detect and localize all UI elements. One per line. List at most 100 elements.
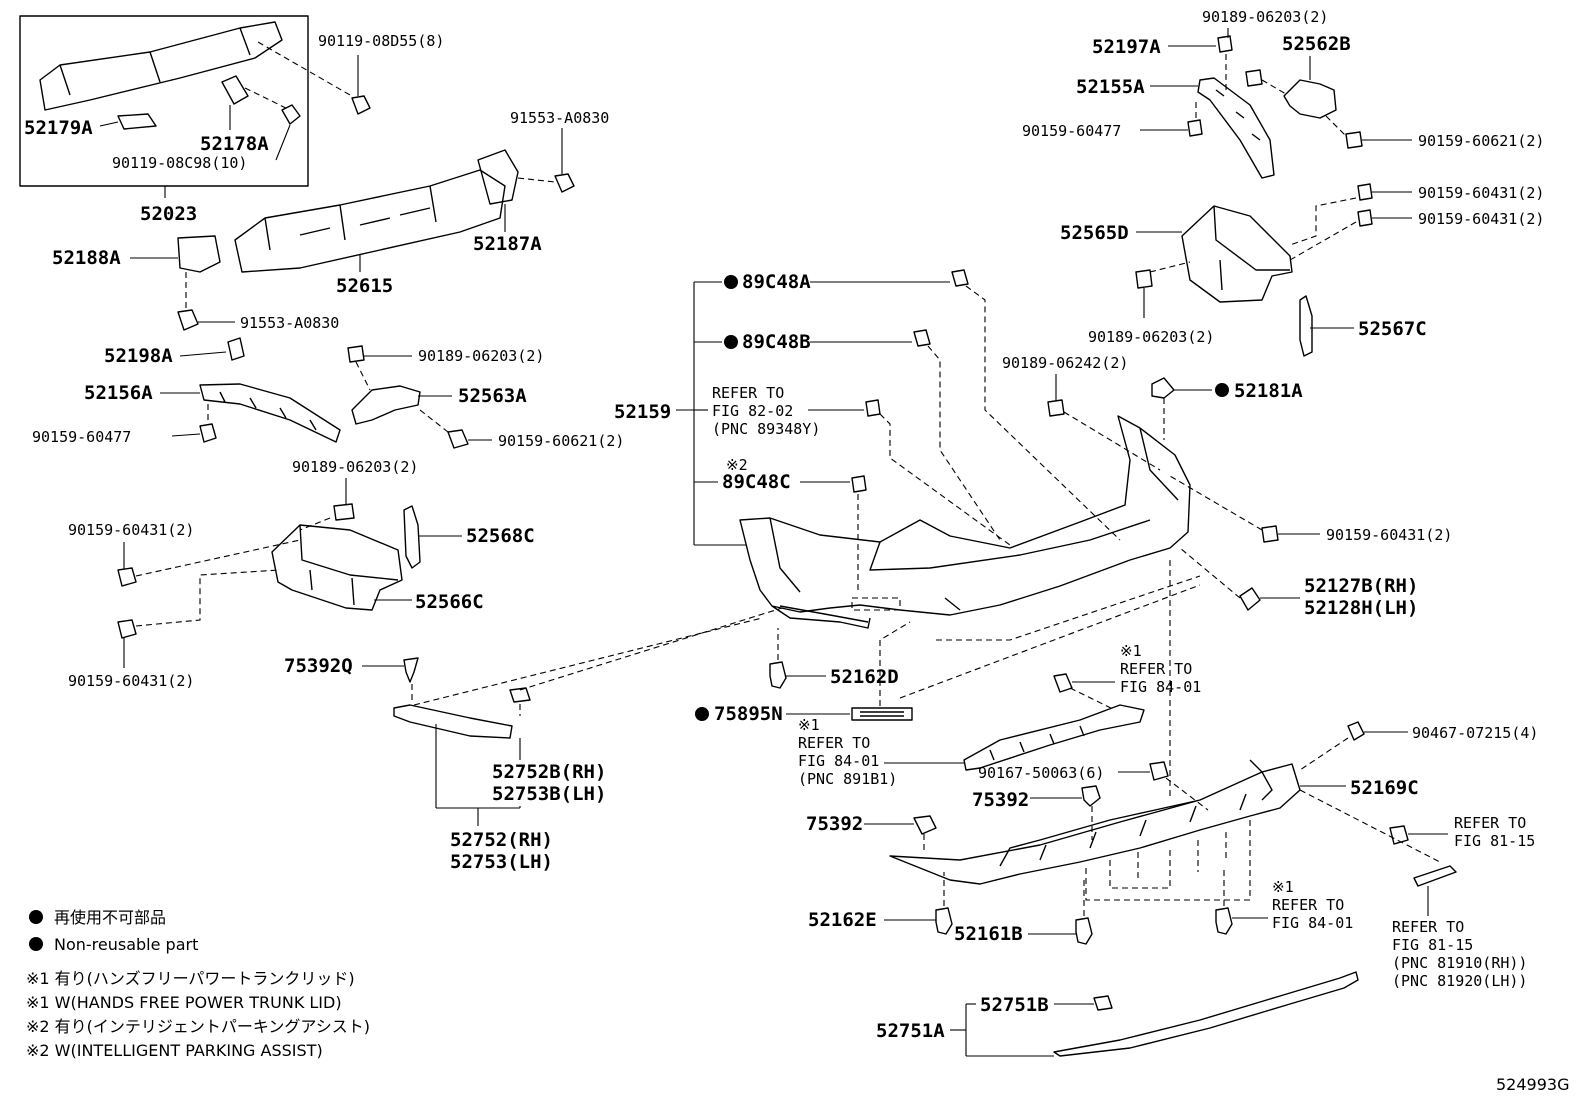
label-90119-08c98: 90119-08C98(10) xyxy=(112,154,247,172)
non-reusable-dot-52181a xyxy=(1215,383,1229,397)
bracket-52563A-part xyxy=(351,385,421,425)
label-90159-60431-l2: 90159-60431(2) xyxy=(68,672,194,690)
label-52181a: 52181A xyxy=(1234,380,1303,402)
label-52156a: 52156A xyxy=(84,382,153,404)
label-ref-8115b-4: (PNC 81920(LH)) xyxy=(1392,972,1527,990)
label-90189-06242: 90189-06242(2) xyxy=(1002,354,1128,372)
legend-note1-jp: ※1 有り(ハンズフリーパワートランクリッド) xyxy=(26,969,355,988)
label-52752: 52752(RH) xyxy=(450,829,553,851)
diffuser-52169C-part xyxy=(889,763,1301,885)
label-90159-60621-l: 90159-60621(2) xyxy=(498,432,624,450)
label-ref-8401a-0: ※1 xyxy=(1120,642,1142,660)
retainer-52156A-part xyxy=(199,383,341,443)
reflector-81910-part xyxy=(1413,865,1457,887)
label-52159: 52159 xyxy=(614,401,671,423)
label-52567c: 52567C xyxy=(1358,318,1427,340)
bumper-52181A-part xyxy=(1151,377,1175,399)
label-ref-8401b-0: ※1 xyxy=(1272,878,1294,896)
label-90189-06203-l1: 90189-06203(2) xyxy=(418,347,544,365)
bracket-52187A-part xyxy=(477,149,519,205)
molding-52751A-part xyxy=(1053,971,1359,1057)
label-90159-60431-r3: 90159-60431(2) xyxy=(1326,526,1452,544)
label-ref-8115a-1: REFER TO xyxy=(1454,814,1526,832)
label-90119-08d55: 90119-08D55(8) xyxy=(318,32,444,50)
label-ref-8115a-2: FIG 81-15 xyxy=(1454,832,1535,850)
label-ref-82-2: FIG 82-02 xyxy=(712,402,793,420)
label-ref-8115b-1: REFER TO xyxy=(1392,918,1464,936)
bracket-52179A-part xyxy=(117,113,157,130)
label-75392-a: 75392 xyxy=(972,789,1029,811)
cap-52127B-part xyxy=(1239,587,1261,611)
label-ref-891b1-1: REFER TO xyxy=(798,734,870,752)
label-ref-891b1-3: (PNC 891B1) xyxy=(798,770,897,788)
label-75895n: 75895N xyxy=(714,703,783,725)
bracket-52562B-part xyxy=(1283,79,1337,119)
label-52197a: 52197A xyxy=(1092,36,1161,58)
label-ref-82-1: REFER TO xyxy=(712,384,784,402)
clip-52751B-part xyxy=(1093,995,1113,1011)
label-ref-8401b-1: REFER TO xyxy=(1272,896,1344,914)
label-89c48c: 89C48C xyxy=(722,471,791,493)
label-52188a: 52188A xyxy=(52,247,121,269)
label-52023: 52023 xyxy=(140,203,197,225)
non-reusable-dot-75895n xyxy=(695,707,709,721)
label-52753: 52753(LH) xyxy=(450,851,553,873)
inset-box-52023 xyxy=(19,15,351,187)
label-89c48b: 89C48B xyxy=(742,331,811,353)
label-52162d: 52162D xyxy=(830,666,899,688)
legend-line2: Non-reusable part xyxy=(54,935,198,954)
label-52198a: 52198A xyxy=(104,345,173,367)
label-90159-60477-r: 90159-60477 xyxy=(1022,122,1121,140)
label-ref-891b1-2: FIG 84-01 xyxy=(798,752,879,770)
label-90159-60431-r2: 90159-60431(2) xyxy=(1418,210,1544,228)
label-plate-75895N-part xyxy=(851,707,913,721)
label-75392q: 75392Q xyxy=(284,655,353,677)
label-ref-8401a-2: FIG 84-01 xyxy=(1120,678,1201,696)
non-reusable-dot-89c48b xyxy=(724,335,738,349)
label-75392-b: 75392 xyxy=(806,813,863,835)
clip-52198A-part xyxy=(227,337,245,361)
label-52615: 52615 xyxy=(336,275,393,297)
label-52128h: 52128H(LH) xyxy=(1304,597,1418,619)
label-ref-82-3: (PNC 89348Y) xyxy=(712,420,820,438)
label-52169c: 52169C xyxy=(1350,777,1419,799)
label-ref-8401a-1: REFER TO xyxy=(1120,660,1192,678)
label-52566c: 52566C xyxy=(415,591,484,613)
label-52187a: 52187A xyxy=(473,233,542,255)
label-52178a: 52178A xyxy=(200,133,269,155)
label-ref-8401b-2: FIG 84-01 xyxy=(1272,914,1353,932)
label-ref-8115b-2: FIG 81-15 xyxy=(1392,936,1473,954)
label-90189-06203-l2: 90189-06203(2) xyxy=(292,458,418,476)
label-52127b: 52127B(RH) xyxy=(1304,575,1418,597)
legend: 再使用不可部品 Non-reusable part ※1 有り(ハンズフリーパワ… xyxy=(26,908,370,1060)
non-reusable-dot-89c48a xyxy=(724,275,738,289)
bracket-52565D-part xyxy=(1181,205,1293,303)
label-52162e: 52162E xyxy=(808,909,877,931)
hfptl-bracket-part xyxy=(963,704,1145,771)
clip-52162E-part xyxy=(935,907,953,935)
label-90189-06203-tr: 90189-06203(2) xyxy=(1202,8,1328,26)
label-52753b: 52753B(LH) xyxy=(492,783,606,805)
label-52179a: 52179A xyxy=(24,117,93,139)
label-52563a: 52563A xyxy=(458,385,527,407)
label-52565d: 52565D xyxy=(1060,222,1129,244)
label-52568c: 52568C xyxy=(466,525,535,547)
clip-52161B-part xyxy=(1075,917,1093,945)
clip-75392Q-part xyxy=(403,657,419,683)
label-90159-60621-r: 90159-60621(2) xyxy=(1418,132,1544,150)
reinforcement-52023-part xyxy=(39,21,283,111)
legend-dot-icon xyxy=(29,937,43,951)
bumper-cover-52159-part xyxy=(739,415,1191,629)
label-91553-a0830-top: 91553-A0830 xyxy=(510,109,609,127)
bracket-52566C-part xyxy=(271,524,403,611)
reflector-52567C-part xyxy=(1299,295,1313,357)
label-ref-891b1-0: ※1 xyxy=(798,716,820,734)
label-90167-50063: 90167-50063(6) xyxy=(978,764,1104,782)
reflector-52752B-part xyxy=(393,704,513,739)
label-52562b: 52562B xyxy=(1282,33,1351,55)
label-89c48a: 89C48A xyxy=(742,271,811,293)
label-90467-07215: 90467-07215(4) xyxy=(1412,724,1538,742)
label-52155a: 52155A xyxy=(1076,76,1145,98)
legend-note2-en: ※2 W(INTELLIGENT PARKING ASSIST) xyxy=(26,1041,323,1060)
